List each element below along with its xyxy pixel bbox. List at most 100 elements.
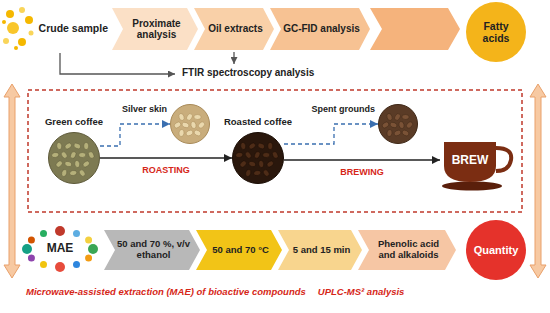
bean bbox=[253, 151, 261, 160]
double-arrow bbox=[530, 84, 546, 278]
process-chevron: 50 and 70 %, v/v ethanol bbox=[104, 230, 200, 270]
bean bbox=[69, 151, 77, 160]
brew-cup: BREW bbox=[440, 136, 520, 192]
node-text: Quantity bbox=[474, 244, 519, 257]
empty-chevron bbox=[370, 8, 460, 50]
photo-circle bbox=[378, 104, 418, 144]
bean bbox=[193, 129, 202, 137]
process-chevron: Proximate analysis bbox=[112, 8, 198, 50]
bean bbox=[73, 142, 82, 150]
bean bbox=[173, 121, 182, 129]
process-chevron: 5 and 15 min bbox=[278, 230, 362, 270]
bean bbox=[64, 161, 72, 168]
sample-label: Spent grounds bbox=[312, 104, 376, 114]
leader-arrow bbox=[60, 53, 175, 74]
process-chevron: 50 and 70 °C bbox=[196, 230, 282, 270]
bean bbox=[82, 160, 91, 168]
flow-arrow bbox=[100, 157, 232, 159]
process-chevron: GC-FID analysis bbox=[270, 8, 370, 50]
bean bbox=[190, 121, 196, 129]
dot bbox=[2, 20, 6, 24]
photo-circle bbox=[48, 132, 100, 184]
bean bbox=[185, 113, 193, 122]
bean bbox=[84, 142, 89, 149]
bean bbox=[405, 121, 414, 130]
node-text: Fatty acids bbox=[470, 20, 522, 44]
bean bbox=[60, 151, 68, 160]
step-text: Proximate analysis bbox=[125, 18, 188, 41]
bean bbox=[253, 170, 261, 176]
bean bbox=[245, 169, 252, 177]
dot bbox=[55, 262, 65, 272]
process-chevron: Phenolic acid and alkaloids bbox=[358, 230, 456, 270]
edge-label: BREWING bbox=[338, 167, 386, 177]
bean bbox=[263, 152, 270, 157]
bean bbox=[262, 169, 270, 178]
dot bbox=[3, 38, 9, 44]
bean bbox=[266, 160, 275, 168]
bean bbox=[185, 129, 194, 137]
photo-circle bbox=[232, 132, 284, 184]
bean bbox=[78, 169, 86, 178]
bean bbox=[55, 160, 64, 169]
sample-label: Roasted coffee bbox=[224, 117, 292, 128]
double-arrow bbox=[4, 84, 20, 278]
edge-label: ROASTING bbox=[140, 165, 192, 175]
sample-photo: Silver skin bbox=[170, 104, 210, 144]
bean bbox=[61, 169, 68, 177]
bean bbox=[398, 121, 404, 129]
sample-icon: MAE bbox=[20, 226, 100, 272]
bean bbox=[64, 142, 73, 150]
node-text: Crude sample bbox=[39, 22, 108, 34]
dot bbox=[18, 38, 26, 46]
bean bbox=[79, 152, 86, 157]
sample-photo: Roasted coffee bbox=[232, 132, 284, 184]
dot bbox=[85, 255, 92, 262]
step-text: Phenolic acid and alkaloids bbox=[371, 239, 446, 261]
dot bbox=[19, 7, 25, 13]
photo-circle bbox=[170, 104, 210, 144]
bean bbox=[51, 152, 59, 158]
process-chevron: Oil extracts bbox=[194, 8, 274, 50]
step-text: 5 and 15 min bbox=[293, 245, 351, 256]
dashed-frame bbox=[28, 90, 522, 212]
bean bbox=[393, 113, 401, 122]
step-text: GC-FID analysis bbox=[283, 23, 360, 35]
chevron-fill bbox=[196, 230, 282, 270]
caption-label: FTIR spectroscopy analysis bbox=[182, 67, 314, 79]
chevron-fill bbox=[358, 230, 456, 270]
step-text: 50 and 70 %, v/v ethanol bbox=[117, 239, 190, 261]
dot bbox=[7, 22, 19, 34]
leader-arrow bbox=[233, 52, 234, 64]
sample-icon: Crude sample bbox=[2, 6, 110, 50]
photo-ground bbox=[171, 105, 210, 144]
dot bbox=[28, 237, 35, 244]
chevron-fill bbox=[104, 230, 200, 270]
dot bbox=[73, 261, 80, 268]
bean bbox=[181, 121, 190, 128]
bean bbox=[179, 129, 185, 137]
result-circle: Quantity bbox=[466, 220, 526, 280]
chevron-fill bbox=[112, 8, 198, 50]
photo-ground bbox=[233, 133, 284, 184]
dot bbox=[25, 16, 33, 24]
bean bbox=[244, 151, 252, 160]
sample-photo: Green coffee bbox=[48, 132, 100, 184]
bean bbox=[240, 142, 246, 150]
chevron-fill bbox=[278, 230, 362, 270]
flow-arrow bbox=[284, 124, 378, 144]
dot bbox=[29, 31, 34, 36]
bean bbox=[56, 142, 62, 150]
dot bbox=[6, 10, 14, 18]
bean bbox=[387, 129, 393, 137]
bean bbox=[248, 142, 257, 150]
node-text: MAE bbox=[47, 242, 74, 256]
dot bbox=[73, 230, 80, 237]
caption-label: UPLC-MS² analysis bbox=[318, 287, 405, 298]
step-text: 50 and 70 °C bbox=[212, 245, 269, 256]
bean bbox=[239, 160, 248, 169]
chevron-fill bbox=[194, 8, 274, 50]
bean bbox=[271, 151, 279, 160]
